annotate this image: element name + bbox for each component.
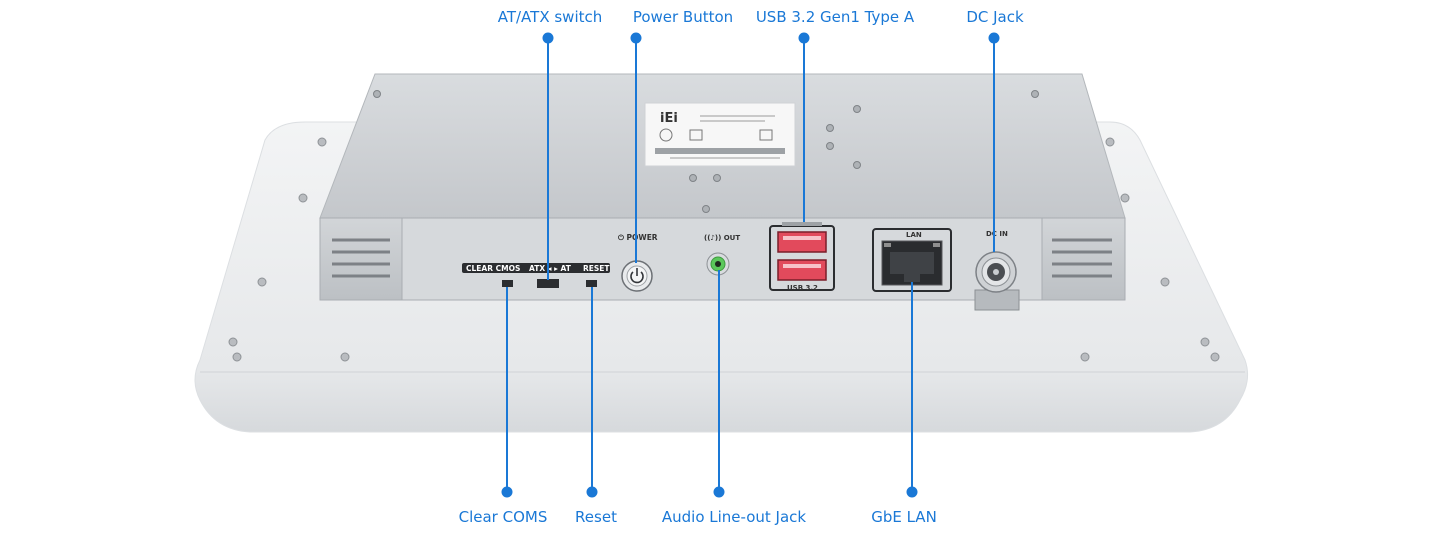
vent-left — [332, 238, 390, 278]
atx-at-panel-label: ATX ◂ ▸ AT — [529, 264, 572, 273]
reset-button[interactable] — [586, 280, 597, 287]
audio-jack[interactable] — [706, 252, 730, 276]
callout-usb: USB 3.2 Gen1 Type A — [755, 8, 915, 26]
housing-screws — [228, 137, 1220, 362]
power-panel-label: ⏻ POWER — [618, 233, 658, 242]
dc-in-panel-label: DC IN — [986, 230, 1008, 238]
vent-right — [1052, 238, 1112, 278]
callout-dc-jack: DC Jack — [966, 8, 1024, 26]
clear-cmos-button[interactable] — [502, 280, 513, 287]
callout-reset: Reset — [575, 508, 617, 526]
usb-ports[interactable] — [769, 222, 835, 291]
lan-port[interactable] — [872, 228, 952, 292]
audio-panel-label: ((♪)) OUT — [704, 234, 740, 242]
reset-panel-label: RESET — [583, 264, 610, 273]
label-strip — [462, 263, 610, 273]
lan-panel-label: LAN — [906, 231, 922, 239]
dc-jack-connector[interactable] — [974, 251, 1020, 311]
usb-panel-label: USB 3.2 — [787, 284, 818, 292]
callout-audio: Audio Line-out Jack — [661, 508, 807, 526]
atx-at-switch[interactable] — [537, 279, 559, 288]
callout-power-button: Power Button — [632, 8, 734, 26]
power-button-control[interactable] — [621, 260, 653, 292]
callout-atx-switch: AT/ATX switch — [497, 8, 603, 26]
product-label: iEi — [644, 102, 796, 167]
callout-lan: GbE LAN — [871, 508, 937, 526]
brand-logo: iEi — [660, 111, 678, 126]
power-icon — [630, 271, 644, 284]
callout-clear-cmos: Clear COMS — [458, 508, 548, 526]
plate-screws — [373, 90, 1039, 213]
clear-cmos-panel-label: CLEAR CMOS — [466, 264, 520, 273]
callout-lines — [501, 32, 1000, 498]
